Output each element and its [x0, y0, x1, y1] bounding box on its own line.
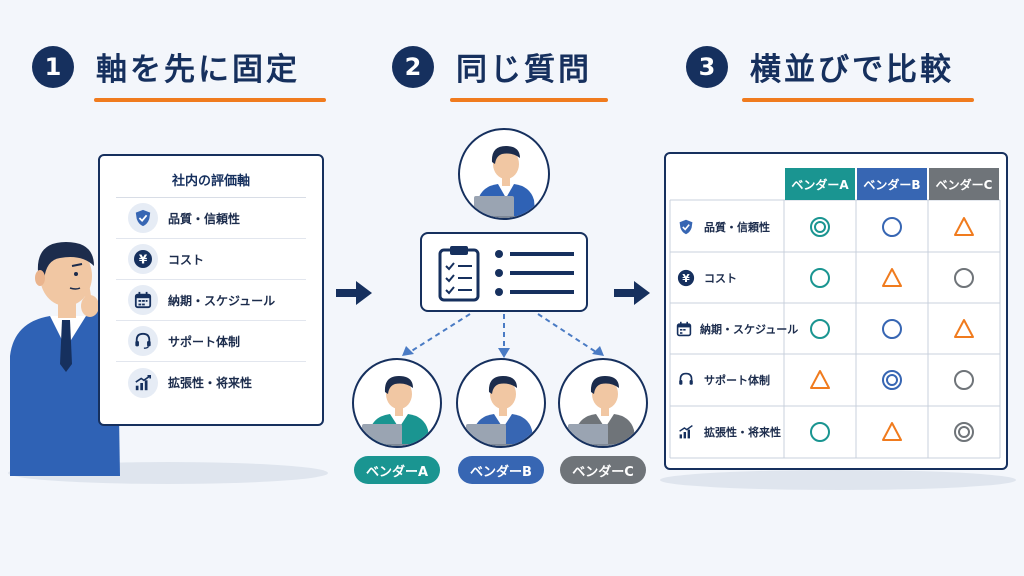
- headset-icon: [676, 370, 696, 390]
- criteria-card-title: 社内の評価軸: [116, 170, 306, 198]
- criteria-label: コスト: [168, 252, 205, 267]
- criteria-item-quality: 品質・信頼性: [116, 198, 306, 239]
- interviewer-avatar: [458, 128, 550, 220]
- shield-check-icon: [128, 203, 158, 233]
- calendar-icon: [128, 285, 158, 315]
- column-header-vendor-a: ベンダーA: [785, 168, 855, 200]
- list-lines-icon: [495, 250, 574, 296]
- criteria-label: 拡張性・将来性: [168, 376, 253, 390]
- thinking-person-illustration: [10, 242, 120, 476]
- clipboard-checklist-icon: [438, 246, 480, 302]
- rating-triangle-icon: [810, 370, 830, 389]
- vendor-c-avatar: [558, 358, 648, 448]
- rating-triangle-icon: [954, 217, 974, 236]
- step-3-header: 3 横並びで比較: [686, 44, 954, 89]
- criteria-label: 納期・スケジュール: [168, 293, 276, 308]
- table-shadow: [660, 470, 1016, 490]
- step-underline: [450, 98, 608, 102]
- rating-circle-icon: [810, 422, 830, 442]
- calendar-icon: [676, 319, 692, 339]
- rating-triangle-icon: [882, 268, 902, 287]
- criteria-item-scalability: 拡張性・将来性: [116, 362, 306, 403]
- row-label-scalability: 拡張性・将来性: [676, 407, 786, 457]
- step-number: 1: [32, 45, 74, 88]
- step-underline: [742, 98, 974, 102]
- step-title: 軸を先に固定: [96, 52, 300, 88]
- comparison-grid-lines: [669, 199, 1001, 459]
- growth-chart-icon: [128, 367, 158, 398]
- yen-icon: ¥: [128, 244, 158, 274]
- headset-icon: [128, 326, 158, 356]
- rating-circle-icon: [954, 268, 974, 288]
- criteria-label: サポート体制: [168, 334, 241, 349]
- criteria-item-support: サポート体制: [116, 321, 306, 362]
- rating-circle-icon: [882, 319, 902, 339]
- rating-circle-icon: [882, 217, 902, 237]
- yen-icon: ¥: [676, 268, 696, 288]
- arrow-right-icon: [614, 281, 650, 305]
- step-number: 2: [392, 45, 434, 88]
- vendor-a-avatar: [352, 358, 442, 448]
- comparison-table: [664, 152, 1008, 470]
- distribution-arrows: [402, 313, 604, 358]
- shield-check-icon: [676, 217, 696, 237]
- row-label-cost: ¥ コスト: [676, 253, 786, 303]
- vendor-a-pill: ベンダーA: [354, 456, 440, 484]
- step-underline: [94, 98, 326, 102]
- criteria-item-schedule: 納期・スケジュール: [116, 280, 306, 321]
- rating-circle-icon: [810, 268, 830, 288]
- rating-circle-icon: [810, 319, 830, 339]
- growth-chart-icon: [676, 422, 696, 442]
- criteria-item-cost: ¥ コスト: [116, 239, 306, 280]
- vendor-b-pill: ベンダーB: [458, 456, 544, 484]
- step-2-header: 2 同じ質問: [392, 44, 592, 89]
- row-label-schedule: 納期・スケジュール: [676, 304, 798, 354]
- row-label-quality: 品質・信頼性: [676, 202, 786, 252]
- rating-double-circle-icon: [810, 217, 830, 237]
- rating-triangle-icon: [882, 422, 902, 441]
- rating-double-circle-icon: [954, 422, 974, 442]
- step-number: 3: [686, 45, 728, 88]
- step-title: 同じ質問: [456, 52, 592, 88]
- rating-triangle-icon: [954, 319, 974, 338]
- criteria-card: 社内の評価軸 品質・信頼性 ¥ コスト 納期・スケジュール サポート体制 拡張性…: [98, 154, 324, 426]
- column-header-vendor-b: ベンダーB: [857, 168, 927, 200]
- column-header-vendor-c: ベンダーC: [929, 168, 999, 200]
- vendor-b-avatar: [456, 358, 546, 448]
- vendor-c-pill: ベンダーC: [560, 456, 646, 484]
- svg-text:¥: ¥: [682, 272, 690, 285]
- svg-text:¥: ¥: [139, 253, 148, 267]
- step-1-header: 1 軸を先に固定: [32, 44, 300, 89]
- rating-double-circle-icon: [882, 370, 902, 390]
- row-label-support: サポート体制: [676, 355, 786, 405]
- arrow-right-icon: [336, 281, 372, 305]
- rating-circle-icon: [954, 370, 974, 390]
- criteria-label: 品質・信頼性: [168, 211, 241, 226]
- step-title: 横並びで比較: [750, 52, 954, 88]
- question-list-card: [420, 232, 588, 312]
